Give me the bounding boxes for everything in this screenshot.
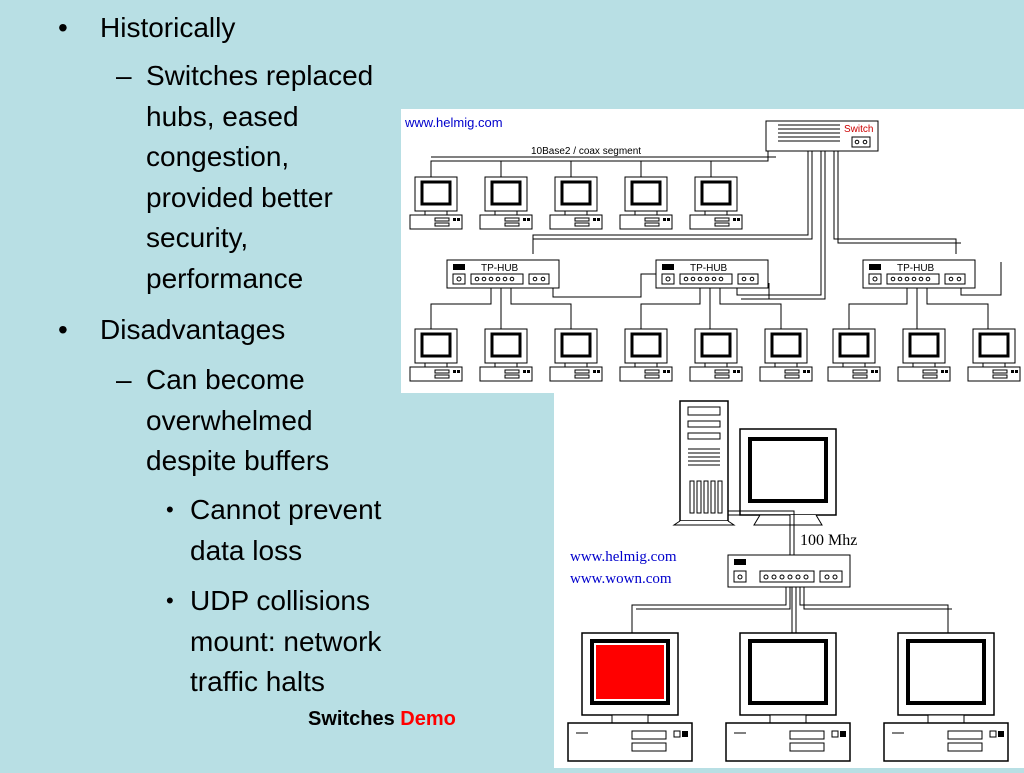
dash-icon: – <box>116 60 132 91</box>
line: Cannot prevent <box>190 494 382 525</box>
sub-sub-bullet-text: UDP collisions mount: network traffic ha… <box>190 581 450 703</box>
caption-demo-link[interactable]: Demo <box>400 708 456 730</box>
caption: Switches Demo <box>308 708 456 731</box>
highlight-screen <box>596 645 664 699</box>
segment-label: 10Base2 / coax segment <box>531 146 641 157</box>
source-label-1: www.helmig.com <box>570 549 677 565</box>
switch-label: Switch <box>844 124 873 135</box>
computer-icon <box>548 327 604 383</box>
line: performance <box>146 262 304 294</box>
sub-bullet-text: Can become overwhelmed despite buffers <box>146 360 446 482</box>
computer-icon <box>478 175 534 231</box>
caption-prefix: Switches <box>308 708 401 730</box>
line: UDP collisions <box>190 585 370 616</box>
line: Can become <box>146 364 305 395</box>
dash-icon: – <box>116 364 132 395</box>
bullet-icon: • <box>58 12 68 43</box>
pc-row-top <box>408 175 744 231</box>
computer-icon <box>688 327 744 383</box>
hub-label: TP-HUB <box>897 263 935 274</box>
line: overwhelmed <box>146 404 313 436</box>
speed-label: 100 Mhz <box>800 532 857 549</box>
line: Switches replaced <box>146 60 374 91</box>
line: congestion, <box>146 141 290 172</box>
network-diagram-bottom-svg: 100 Mhz www.helmig.com www.wown.com <box>566 400 1010 763</box>
computer-icon <box>688 175 744 231</box>
switch-device <box>727 554 851 588</box>
line: hubs, eased <box>146 100 299 132</box>
network-diagram-top: www.helmig.com 10Base2 / coax segment <box>401 109 1024 393</box>
client-computer-2 <box>724 631 852 763</box>
bullet-icon: • <box>58 314 68 345</box>
line: traffic halts <box>190 666 325 697</box>
sub-bullet-text: Switches replaced hubs, eased congestion… <box>146 56 446 299</box>
bullet-text: Disadvantages <box>100 314 286 345</box>
sub-sub-bullet-text: Cannot prevent data loss <box>190 490 450 571</box>
network-diagram-top-svg: www.helmig.com 10Base2 / coax segment <box>404 115 1022 383</box>
computer-icon <box>618 175 674 231</box>
line: provided better <box>146 181 333 213</box>
client-computer-1 <box>566 631 694 763</box>
client-computer-3 <box>882 631 1010 763</box>
hub-label: TP-HUB <box>690 263 728 274</box>
line: despite buffers <box>146 445 330 476</box>
bullet-icon: • <box>166 588 174 613</box>
computer-icon <box>478 327 534 383</box>
bullet-icon: • <box>166 497 174 522</box>
hub-1: TP-HUB <box>446 259 560 289</box>
line: mount: network <box>190 625 382 657</box>
computer-icon <box>826 327 882 383</box>
source-label-2: www.wown.com <box>570 571 672 587</box>
pc-row-bottom <box>408 327 1022 383</box>
line: security, <box>146 222 249 253</box>
computer-icon <box>896 327 952 383</box>
line: data loss <box>190 534 303 566</box>
computer-icon <box>408 175 464 231</box>
hub-3: TP-HUB <box>862 259 976 289</box>
computer-icon <box>758 327 814 383</box>
server-icon <box>672 400 736 526</box>
switch-device: Switch <box>765 120 879 152</box>
computer-icon <box>548 175 604 231</box>
source-label: www.helmig.com <box>404 115 503 130</box>
hub-2: TP-HUB <box>655 259 769 289</box>
hub-label: TP-HUB <box>481 263 519 274</box>
server-monitor-icon <box>739 428 837 526</box>
computer-icon <box>618 327 674 383</box>
computer-icon <box>408 327 464 383</box>
computer-icon <box>966 327 1022 383</box>
bullet-text: Historically <box>100 12 236 43</box>
network-diagram-bottom: 100 Mhz www.helmig.com www.wown.com <box>554 393 1024 768</box>
